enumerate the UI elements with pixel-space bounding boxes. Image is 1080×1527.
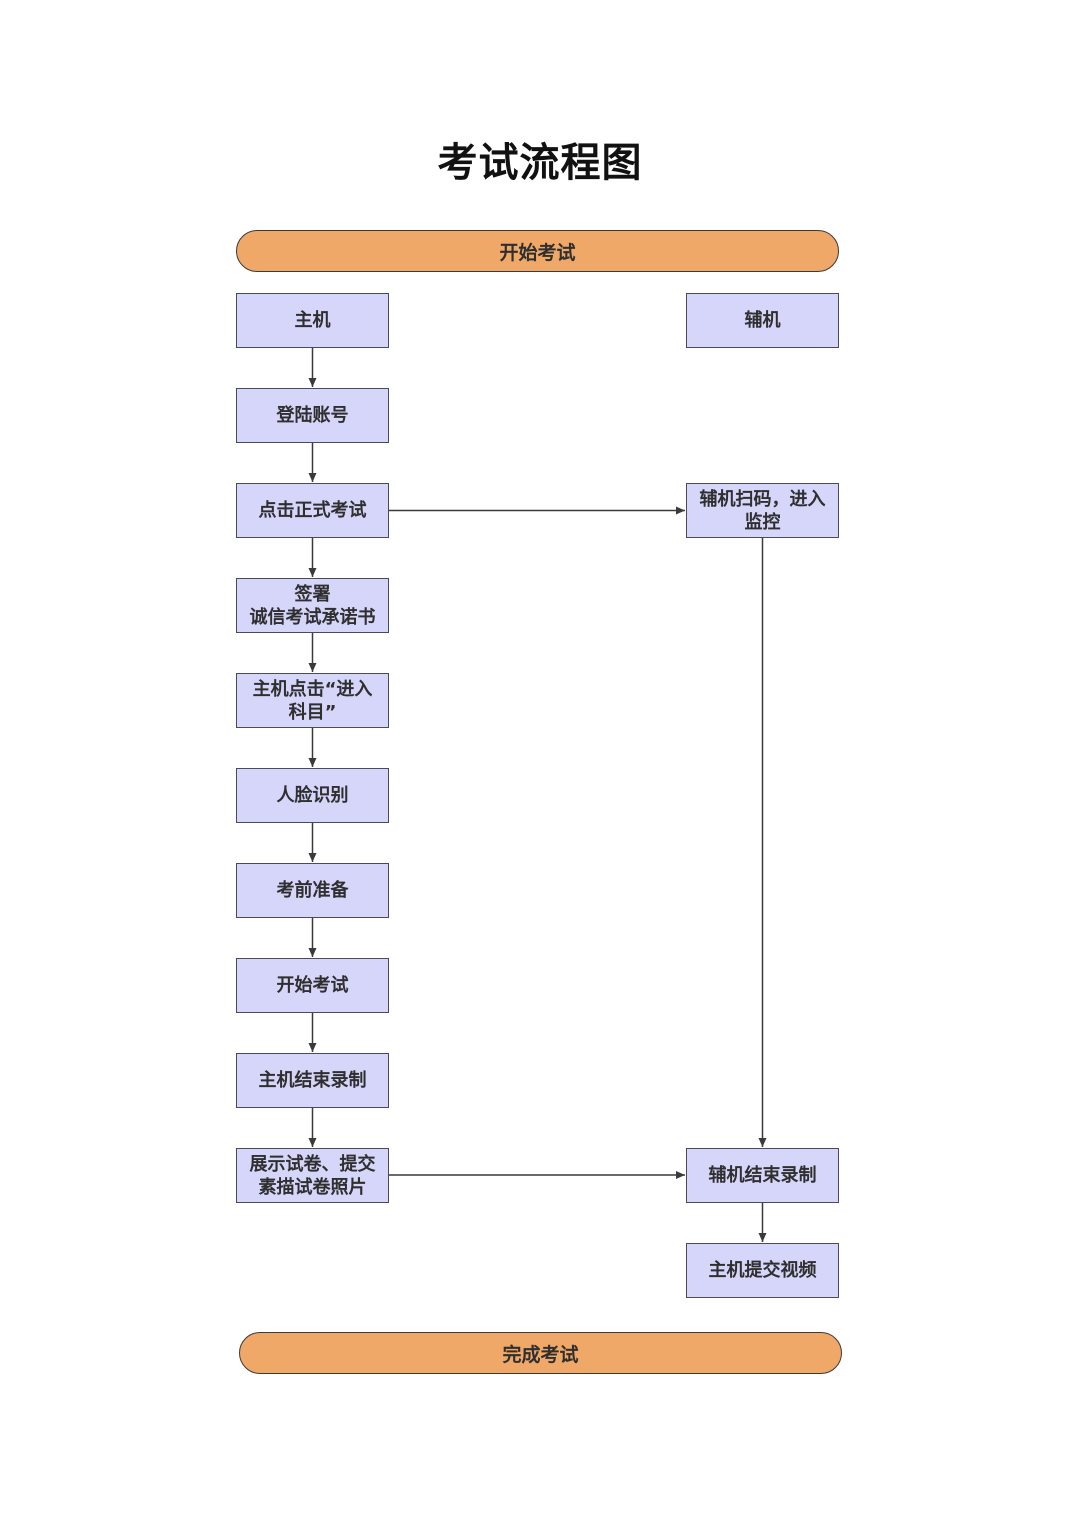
host-header: 主机 xyxy=(236,293,389,348)
end-terminal: 完成考试 xyxy=(239,1332,842,1374)
step-face-recognition: 人脸识别 xyxy=(236,768,389,823)
aux-header: 辅机 xyxy=(686,293,839,348)
step-pre-exam-prep: 考前准备 xyxy=(236,863,389,918)
step-sign-pledge: 签署 诚信考试承诺书 xyxy=(236,578,389,633)
step-host-end-recording: 主机结束录制 xyxy=(236,1053,389,1108)
host-submit-video: 主机提交视频 xyxy=(686,1243,839,1298)
step-click-formal-exam: 点击正式考试 xyxy=(236,483,389,538)
step-start-exam: 开始考试 xyxy=(236,958,389,1013)
step-show-paper-submit-photo: 展示试卷、提交 素描试卷照片 xyxy=(236,1148,389,1203)
aux-end-recording: 辅机结束录制 xyxy=(686,1148,839,1203)
start-terminal: 开始考试 xyxy=(236,230,839,272)
step-login: 登陆账号 xyxy=(236,388,389,443)
step-enter-subject: 主机点击“进入 科目” xyxy=(236,673,389,728)
aux-scan-monitor: 辅机扫码，进入 监控 xyxy=(686,483,839,538)
page-title: 考试流程图 xyxy=(437,140,643,186)
